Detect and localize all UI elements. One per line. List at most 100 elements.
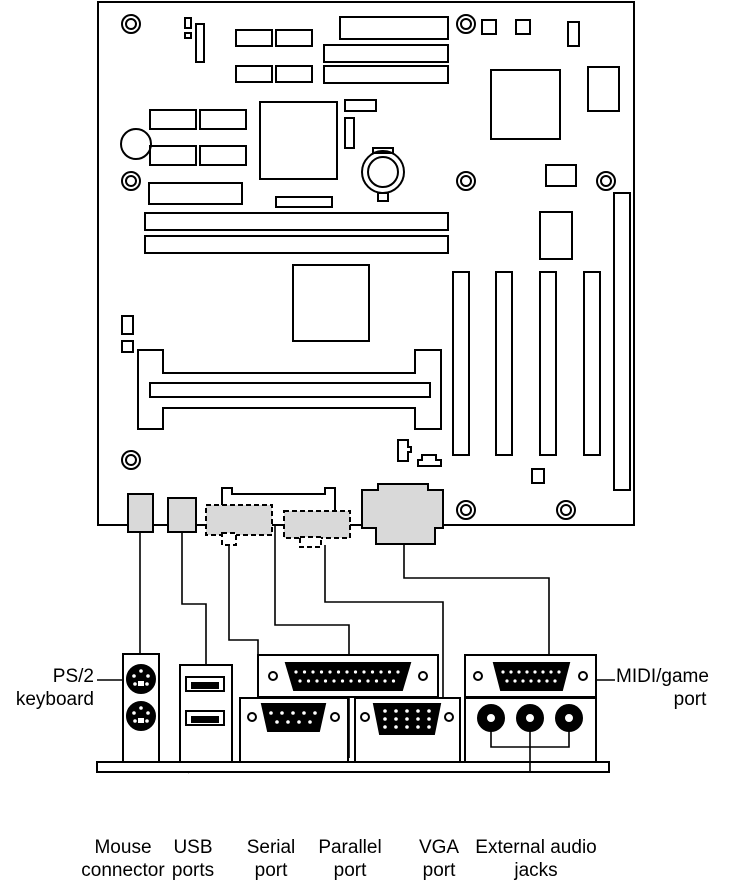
- connector-pin: [353, 670, 358, 674]
- connector-pin: [366, 679, 370, 683]
- usb-port-2: [185, 710, 225, 726]
- connector-pin: [525, 670, 529, 674]
- bridge-chip: [292, 264, 370, 342]
- connector-pin: [349, 679, 353, 683]
- connector-pin: [294, 670, 298, 674]
- connector-pin: [394, 725, 398, 729]
- connector-pin: [517, 670, 521, 674]
- connector-pin: [505, 679, 509, 683]
- parallel-port: [257, 654, 439, 698]
- processor-slot: [137, 349, 442, 430]
- connector-pin: [311, 670, 315, 674]
- connector-pin: [379, 670, 383, 674]
- connector-pin: [529, 679, 533, 683]
- pci-slot: [583, 271, 601, 456]
- audio-jacks: [464, 697, 597, 772]
- mounting-hole: [456, 14, 476, 34]
- usb-connector-board: [167, 497, 197, 533]
- headers-top: [120, 16, 449, 208]
- connector-pin: [405, 717, 409, 721]
- connector-pin: [427, 709, 431, 713]
- chipset: [259, 101, 338, 180]
- ps2-keyboard-port: [126, 664, 156, 694]
- memory-slot: [144, 235, 449, 254]
- connector-pin: [336, 670, 341, 674]
- usb-stack: [179, 664, 233, 763]
- connector-pin: [383, 717, 387, 721]
- connector-pin: [416, 709, 420, 713]
- ps2-mouse-port: [126, 701, 156, 731]
- connector-pin: [545, 679, 549, 683]
- connector-pin: [298, 679, 302, 683]
- isa-slot: [613, 192, 631, 491]
- board-outline: [97, 1, 635, 526]
- cmos-battery: [361, 147, 405, 202]
- connector-pin: [313, 711, 317, 715]
- connector-pin: [509, 670, 513, 674]
- connector-pin: [291, 711, 295, 715]
- connector-pin: [275, 720, 279, 724]
- connector-pin: [383, 679, 387, 683]
- memory-slot: [144, 212, 449, 231]
- connector-pin: [370, 670, 375, 674]
- connector-pin: [537, 679, 541, 683]
- back-panel: [96, 653, 610, 773]
- ps2-connector-board: [127, 493, 154, 533]
- connector-pin: [383, 725, 387, 729]
- connector-pin: [416, 717, 420, 721]
- connector-pin: [306, 679, 311, 683]
- pci-slot: [452, 271, 470, 456]
- connector-pin: [302, 711, 306, 715]
- mounting-hole: [596, 171, 616, 191]
- connector-pin: [541, 670, 545, 674]
- serial-port: [239, 697, 349, 763]
- connector-pin: [405, 709, 409, 713]
- back-plate: [96, 761, 610, 773]
- mounting-hole: [456, 500, 476, 520]
- connector-pin: [405, 725, 409, 729]
- connector-pin: [513, 679, 517, 683]
- connector-pin: [396, 670, 400, 674]
- serial-connector-board: [205, 504, 273, 536]
- connector-pin: [308, 720, 312, 724]
- connector-pin: [319, 670, 324, 674]
- connector-pin: [427, 717, 431, 721]
- connector-pin: [323, 679, 328, 683]
- board-connectors: [127, 483, 444, 548]
- connector-pin: [427, 725, 431, 729]
- connector-pin: [394, 709, 398, 713]
- connector-pin: [391, 679, 396, 683]
- connector-pin: [383, 709, 387, 713]
- mounting-hole: [121, 450, 141, 470]
- connector-pin: [416, 725, 420, 729]
- connector-pin: [549, 670, 553, 674]
- small-components: [121, 17, 620, 484]
- ps2-stack: [122, 653, 160, 763]
- mounting-holes: [121, 14, 616, 520]
- connector-pin: [501, 670, 505, 674]
- connector-pin: [297, 720, 301, 724]
- connector-pin: [387, 670, 392, 674]
- mounting-hole: [121, 171, 141, 191]
- connector-pin: [332, 679, 336, 683]
- midi-game-port: [464, 654, 597, 698]
- connector-pin: [374, 679, 379, 683]
- connector-pin: [394, 717, 398, 721]
- connector-pin: [286, 720, 290, 724]
- connector-pin: [362, 670, 366, 674]
- connector-pin: [345, 670, 349, 674]
- vga-connector-board: [283, 510, 351, 539]
- connector-pin: [315, 679, 319, 683]
- connector-pin: [553, 679, 557, 683]
- mounting-hole: [456, 171, 476, 191]
